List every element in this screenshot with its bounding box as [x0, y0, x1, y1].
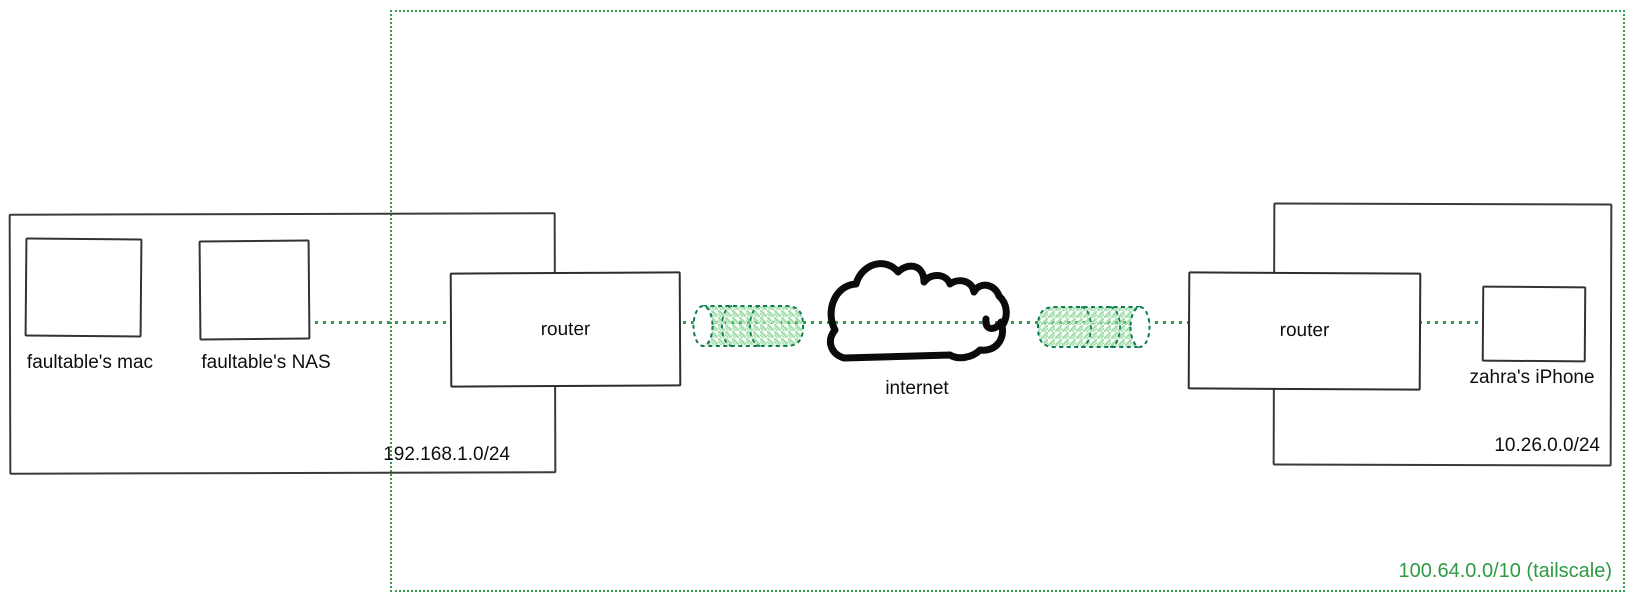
internet-cloud-icon — [820, 248, 1012, 377]
tailscale-cidr-label: 100.64.0.0/10 (tailscale) — [1398, 560, 1612, 582]
device-box-iphone — [1481, 285, 1587, 363]
tailscale-network-boundary — [390, 10, 1625, 592]
internet-label: internet — [885, 378, 949, 399]
router-right-label: router — [1279, 319, 1330, 342]
router-left-label: router — [540, 318, 591, 340]
device-box-nas — [198, 239, 311, 341]
lan-left-cidr-label: 192.168.1.0/24 — [383, 444, 510, 465]
connection-line — [315, 321, 1481, 324]
router-left-box: router — [449, 271, 682, 388]
vpn-tunnel-right-icon — [1033, 304, 1153, 355]
device-box-mac — [24, 237, 143, 338]
vpn-tunnel-left-icon — [690, 303, 808, 354]
router-right-box: router — [1187, 271, 1422, 391]
lan-right-cidr-label: 10.26.0.0/24 — [1494, 435, 1600, 456]
device-label-mac: faultable's mac — [26, 352, 154, 373]
device-label-nas: faultable's NAS — [201, 352, 331, 373]
device-label-iphone: zahra's iPhone — [1469, 367, 1595, 388]
